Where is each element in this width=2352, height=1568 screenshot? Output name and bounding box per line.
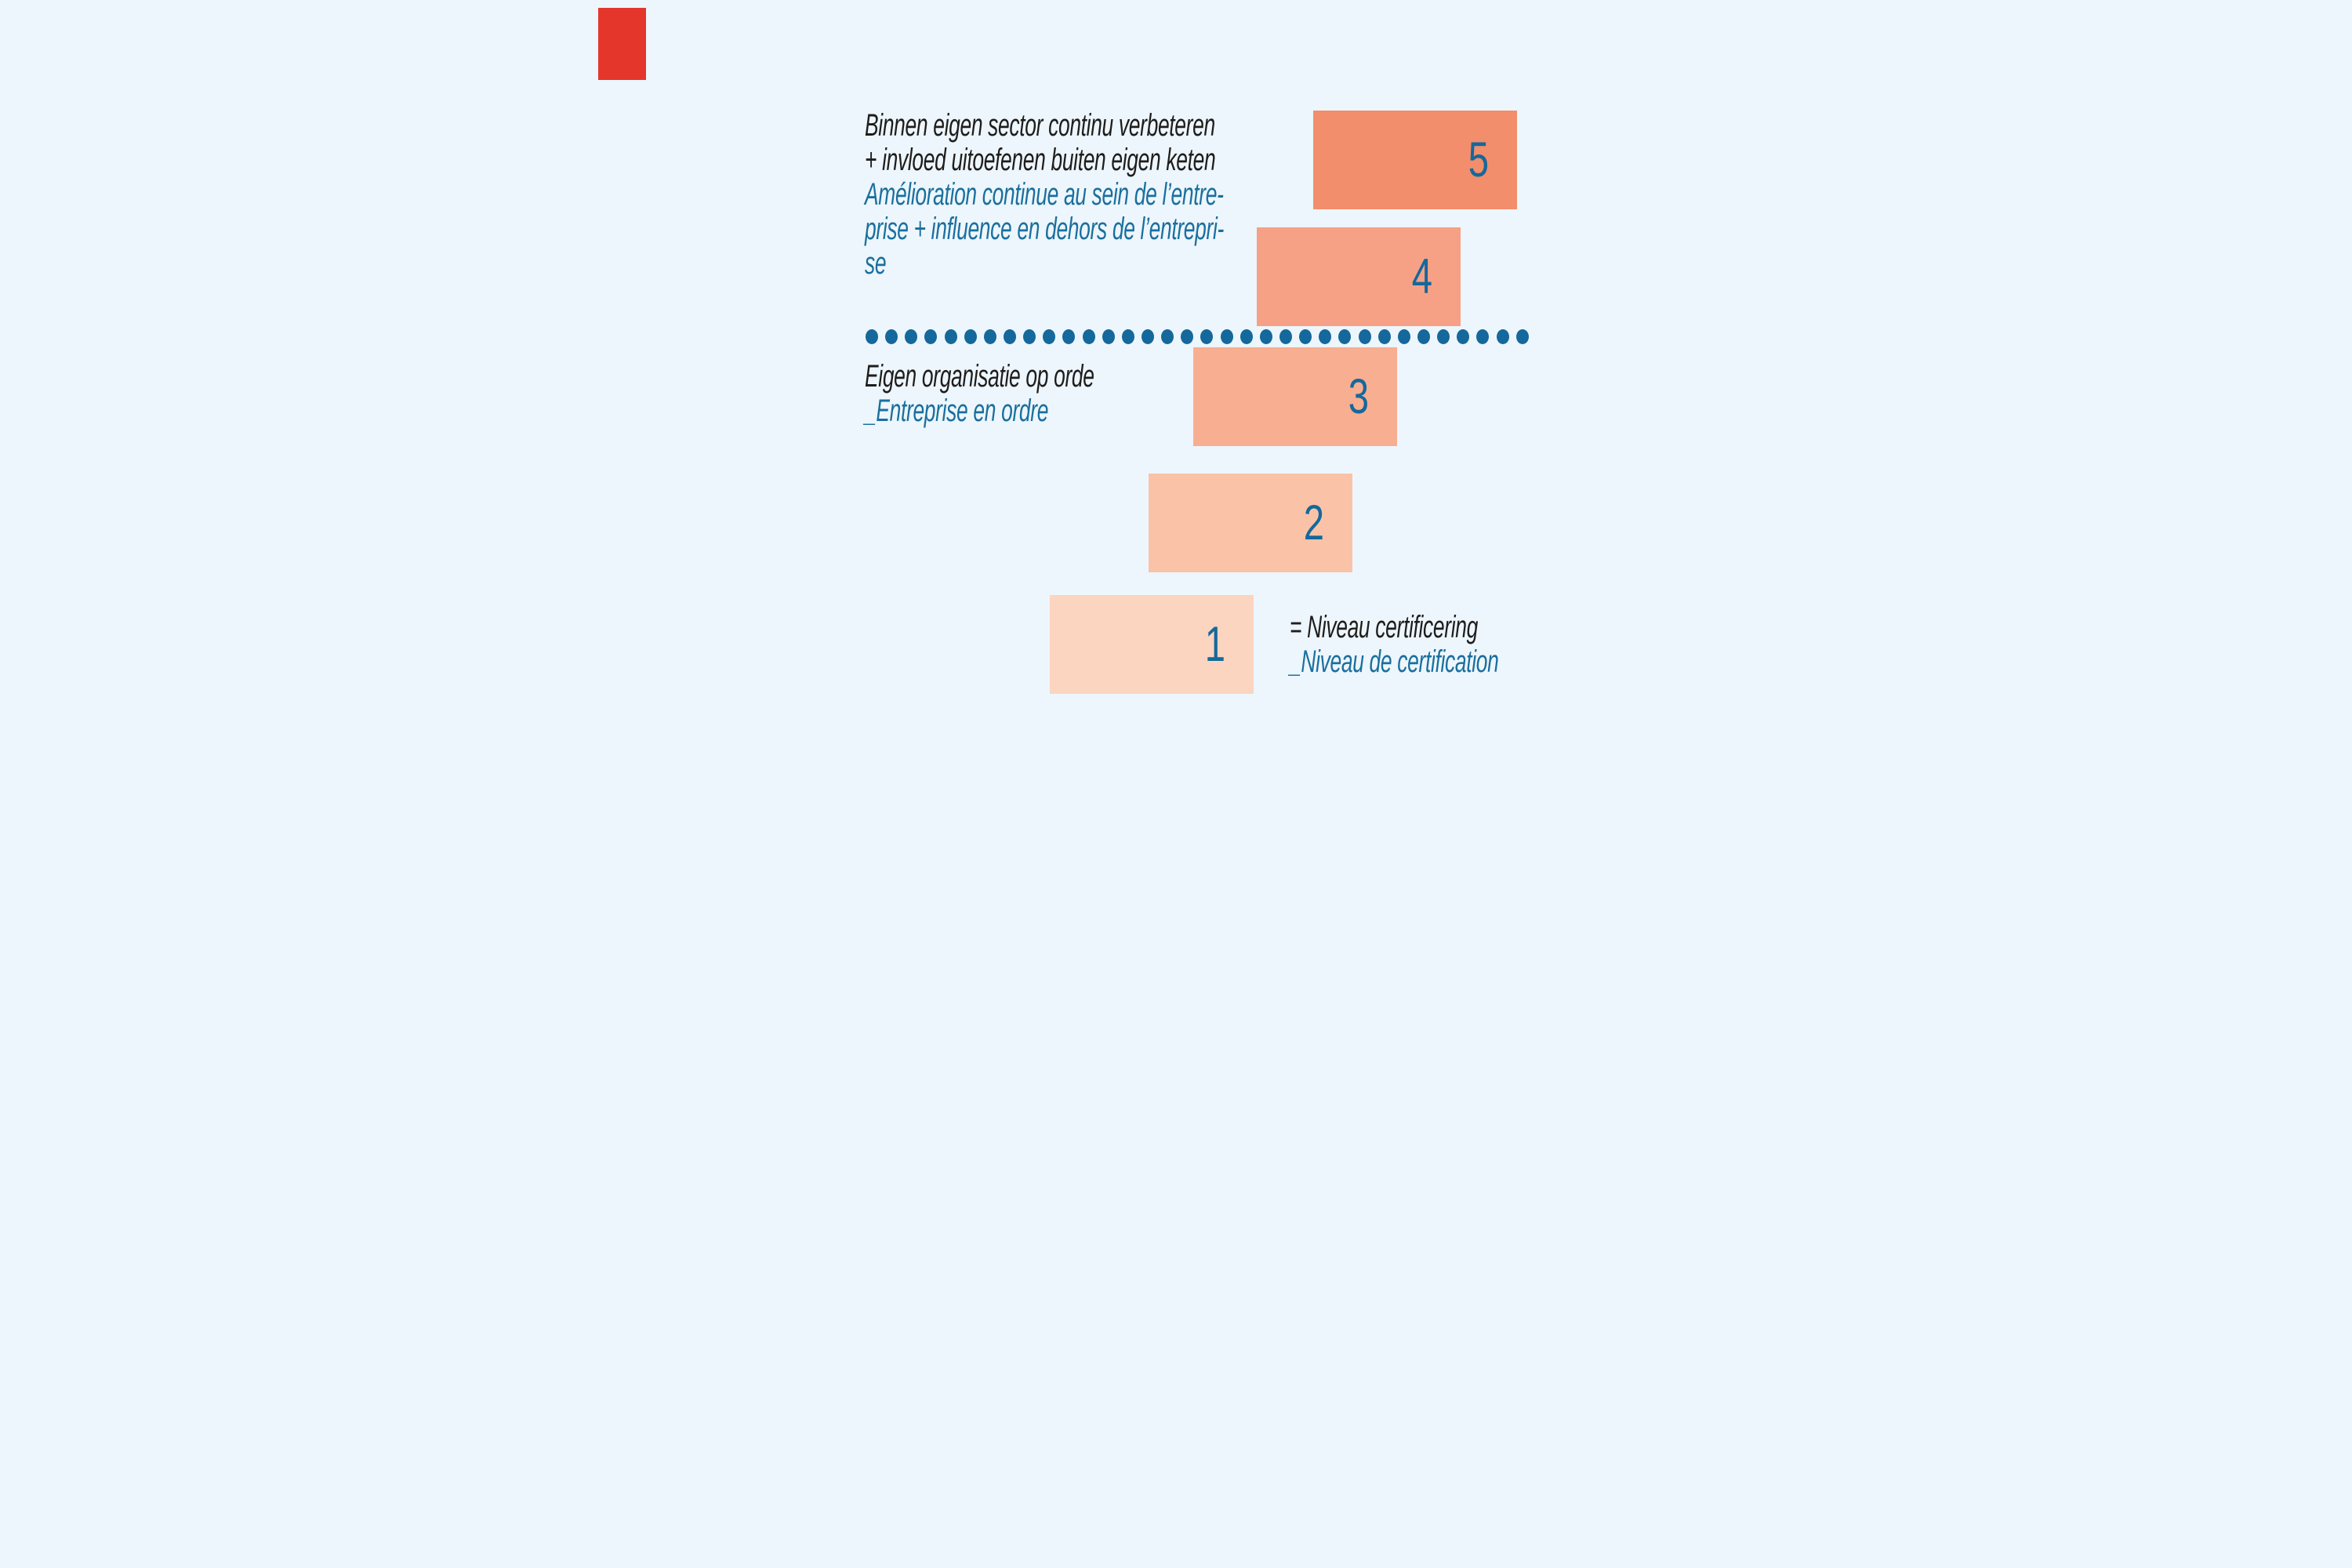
divider-dot bbox=[1003, 329, 1016, 344]
divider-dot bbox=[885, 329, 898, 344]
divider-dot bbox=[1082, 329, 1095, 344]
red-corner-mark bbox=[598, 8, 646, 80]
divider-dot bbox=[1240, 329, 1253, 344]
level-bar-5: 5 bbox=[1313, 111, 1517, 209]
organisation-text-block: Eigen organisatie op orde _Entreprise en… bbox=[865, 359, 1094, 428]
level-bar-2: 2 bbox=[1149, 474, 1352, 572]
divider-dot bbox=[1200, 329, 1214, 344]
divider-dot bbox=[1397, 329, 1410, 344]
divider-dot bbox=[1023, 329, 1036, 344]
divider-dot bbox=[1181, 329, 1194, 344]
divider-dot bbox=[1338, 329, 1352, 344]
divider-dot bbox=[905, 329, 918, 344]
divider-dot bbox=[1358, 329, 1371, 344]
level-bar-3: 3 bbox=[1193, 347, 1397, 446]
divider-dot bbox=[1476, 329, 1490, 344]
level-bar-1: 1 bbox=[1050, 595, 1254, 694]
intro-line-fr-1: Amélioration continue au sein de l’entre… bbox=[865, 177, 1224, 212]
divider-dot bbox=[1259, 329, 1272, 344]
legend-text-block: = Niveau certificering _Niveau de certif… bbox=[1290, 610, 1499, 679]
divider-dot bbox=[1161, 329, 1174, 344]
divider-dot bbox=[1319, 329, 1332, 344]
level-number-1: 1 bbox=[1204, 616, 1225, 672]
level-number-2: 2 bbox=[1303, 495, 1324, 550]
divider-dot bbox=[1457, 329, 1470, 344]
level-number-4: 4 bbox=[1411, 249, 1432, 304]
organisation-line-nl: Eigen organisatie op orde bbox=[865, 359, 1094, 394]
divider-dot bbox=[1437, 329, 1450, 344]
divider-dot bbox=[1121, 329, 1134, 344]
divider-dot bbox=[944, 329, 957, 344]
divider-dot bbox=[964, 329, 977, 344]
divider-dot bbox=[1141, 329, 1154, 344]
level-number-5: 5 bbox=[1468, 132, 1489, 187]
level-number-3: 3 bbox=[1348, 368, 1369, 424]
organisation-line-fr: _Entreprise en ordre bbox=[865, 394, 1049, 428]
divider-dot bbox=[1496, 329, 1509, 344]
divider-dot bbox=[1062, 329, 1076, 344]
divider-dot bbox=[1377, 329, 1391, 344]
intro-line-fr-3: se bbox=[865, 246, 887, 281]
divider-dot bbox=[1299, 329, 1312, 344]
intro-line-fr-2: prise + influence en dehors de l’entrepr… bbox=[865, 212, 1224, 246]
divider-dot bbox=[924, 329, 938, 344]
divider-dot bbox=[1220, 329, 1233, 344]
legend-line-nl: = Niveau certificering bbox=[1290, 610, 1478, 644]
divider-dot bbox=[1279, 329, 1292, 344]
divider-dot bbox=[1102, 329, 1115, 344]
divider-dot bbox=[983, 329, 996, 344]
level-bar-4: 4 bbox=[1257, 227, 1461, 326]
divider-dot bbox=[1417, 329, 1430, 344]
intro-line-nl-1: Binnen eigen sector continu verbeteren bbox=[865, 108, 1215, 143]
intro-text-block: Binnen eigen sector continu verbeteren +… bbox=[865, 108, 1224, 281]
legend-line-fr: _Niveau de certification bbox=[1290, 644, 1499, 679]
intro-line-nl-2: + invloed uitoefenen buiten eigen keten bbox=[865, 143, 1216, 177]
divider-dot bbox=[866, 329, 878, 344]
divider-dot bbox=[1043, 329, 1056, 344]
dotted-divider bbox=[866, 329, 1529, 344]
divider-dot bbox=[1515, 329, 1529, 344]
certification-levels-diagram: Binnen eigen sector continu verbeteren +… bbox=[588, 0, 1764, 784]
